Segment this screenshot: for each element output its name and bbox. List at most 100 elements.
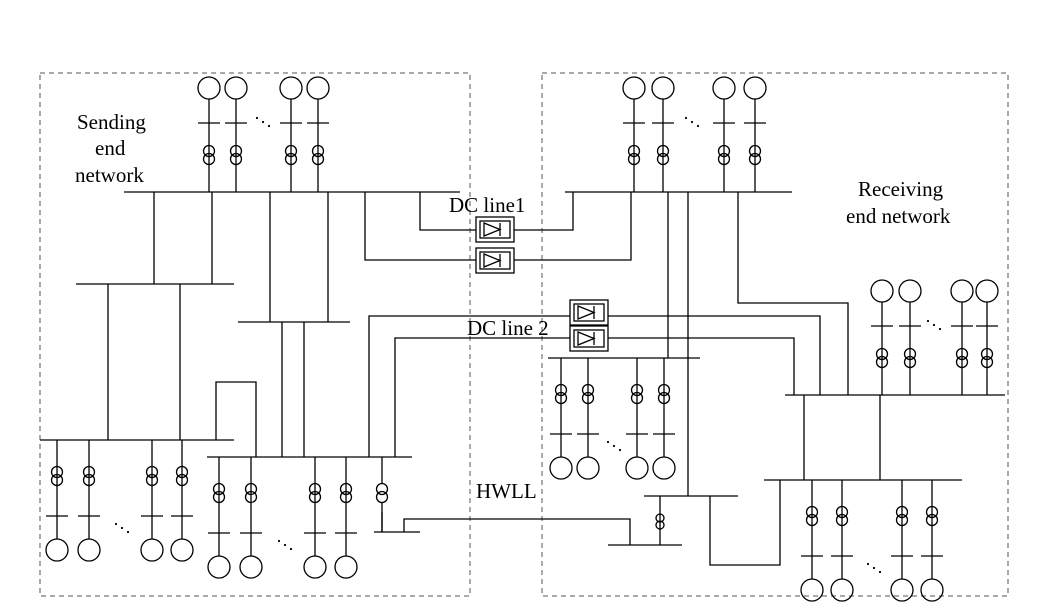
transformer-symbol (627, 144, 641, 158)
generator-symbol (140, 538, 164, 562)
ellipsis-dot (606, 440, 610, 444)
ellipsis-dot (114, 522, 118, 526)
generator-symbol (652, 456, 676, 480)
ellipsis-dot (261, 120, 265, 124)
dc-line-1-converters (475, 216, 515, 274)
transformer-symbol (656, 144, 670, 158)
ellipsis-dot (926, 319, 930, 323)
transformer-symbol (284, 144, 298, 158)
converter-box (475, 216, 515, 243)
transformer-symbol (980, 355, 994, 369)
transformer-symbol (875, 355, 889, 369)
generator-symbol (224, 76, 248, 100)
converter-inner (479, 251, 511, 270)
transformer-symbol (903, 347, 917, 361)
generator-symbol (950, 279, 974, 303)
generator-group (622, 76, 767, 192)
transformer-symbol (903, 355, 917, 369)
ellipsis-dot (277, 539, 281, 543)
generator-symbol (334, 555, 358, 579)
generator-symbol (890, 578, 914, 602)
ellipsis-dot (120, 526, 124, 530)
generator-symbol (743, 76, 767, 100)
ellipsis-dot (618, 448, 622, 452)
receiving-label-line-2: end network (846, 204, 951, 228)
converter-inner (479, 220, 511, 239)
ellipsis-dot (690, 120, 694, 124)
generator-symbol (870, 279, 894, 303)
generator-symbol (239, 555, 263, 579)
receiving-network-lines (514, 191, 1005, 566)
diode-triangle (577, 331, 596, 346)
diode-triangle (577, 305, 596, 320)
transformer-symbol (955, 347, 969, 361)
ellipsis-dot (283, 543, 287, 547)
generator-symbol (197, 76, 221, 100)
transformer-symbol (229, 144, 243, 158)
transformer-symbol (627, 152, 641, 166)
generator-symbol (800, 578, 824, 602)
transformer-symbol (655, 520, 665, 530)
ellipsis-dot (696, 124, 700, 128)
transformer-symbol (202, 152, 216, 166)
transformer-symbol (284, 152, 298, 166)
ellipsis-dot (255, 116, 259, 120)
generator-symbol (622, 76, 646, 100)
ellipsis-dot (866, 562, 870, 566)
generator-group (549, 358, 676, 480)
generator-symbol (279, 76, 303, 100)
generator-symbol (576, 456, 600, 480)
transformer-symbol (717, 152, 731, 166)
transformer-symbol (955, 355, 969, 369)
transformer-symbol (717, 144, 731, 158)
converter-inner (573, 303, 605, 322)
converter-box (475, 247, 515, 274)
generator-group (800, 480, 944, 602)
ellipsis-dot (612, 444, 616, 448)
transformer-symbol (748, 152, 762, 166)
generator-symbol (651, 76, 675, 100)
transformer-symbol (980, 347, 994, 361)
generator-group (870, 279, 999, 395)
generator-symbol (898, 279, 922, 303)
diode-triangle (483, 222, 502, 237)
generator-symbol (306, 76, 330, 100)
transformer-symbol (202, 144, 216, 158)
dc-line-2-converters (569, 299, 609, 352)
transformer-symbol (311, 144, 325, 158)
ellipsis-dot (878, 570, 882, 574)
generator-symbol (303, 555, 327, 579)
hwll-transformers (655, 513, 665, 530)
transformer-symbol (655, 513, 665, 523)
generator-symbol (975, 279, 999, 303)
receiving-label-line-1: Receiving (858, 177, 944, 201)
ellipsis-dot (289, 547, 293, 551)
generator-symbol (45, 538, 69, 562)
generator-symbol (77, 538, 101, 562)
converter-box (569, 325, 609, 352)
generator-symbol (625, 456, 649, 480)
ellipsis-dot (938, 327, 942, 331)
generator-symbol (920, 578, 944, 602)
transformer-symbol (229, 152, 243, 166)
generator-group (45, 440, 194, 562)
dc-line-2-label: DC line 2 (467, 316, 549, 340)
transformer-symbol (311, 152, 325, 166)
transformer-symbol (875, 347, 889, 361)
converter-inner (573, 329, 605, 348)
transformer-symbol (656, 152, 670, 166)
ellipsis-dot (872, 566, 876, 570)
generator-symbol (830, 578, 854, 602)
sending-label-line-3: network (75, 163, 144, 187)
ellipsis-dot (126, 530, 130, 534)
ellipsis-dot (932, 323, 936, 327)
dc-line-1-label: DC line1 (449, 193, 525, 217)
receiving-end-region (541, 72, 1009, 597)
transformer-symbol (375, 490, 389, 504)
generator-symbol (207, 555, 231, 579)
hwll-label: HWLL (476, 479, 537, 503)
generator-symbol (170, 538, 194, 562)
transformer-symbol (748, 144, 762, 158)
